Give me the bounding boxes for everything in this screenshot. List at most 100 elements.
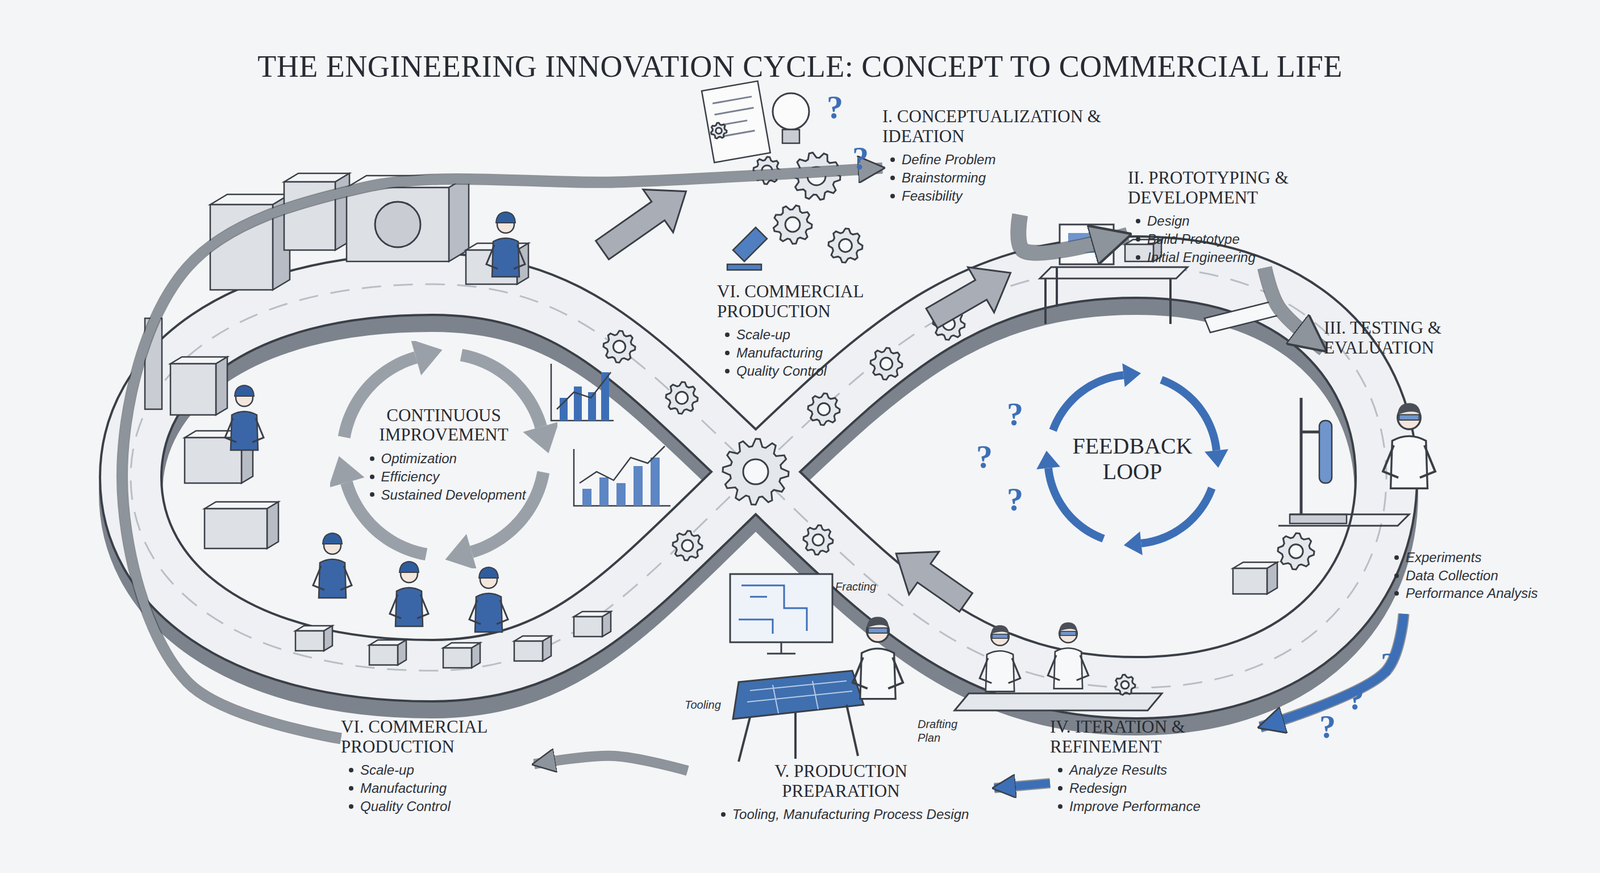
stage-block: III. TESTING & EVALUATIONExperimentsData…	[1323, 318, 1574, 614]
bullet-dot	[369, 474, 375, 479]
board-grid	[747, 680, 853, 714]
stage-block: V. PRODUCTION PREPARATION Tooling, Manufa…	[687, 761, 995, 841]
gear-hub	[812, 534, 824, 546]
bullet-text: Quality Control	[736, 361, 827, 381]
box-front	[443, 647, 472, 668]
person-figure	[225, 385, 264, 450]
bullet-item: Tooling, Manufacturing Process Design	[713, 805, 970, 824]
box-front	[295, 630, 324, 651]
gear-body	[807, 393, 840, 425]
box-side	[397, 639, 407, 665]
connector-line	[534, 755, 688, 771]
box-side	[323, 625, 333, 651]
flow-arrow	[881, 531, 982, 624]
stage-heading: V. PRODUCTION PREPARATION	[750, 761, 932, 801]
bullet-text: Data Collection	[1405, 566, 1499, 585]
product-package	[295, 625, 333, 651]
gear-symbol	[722, 438, 789, 505]
box-front	[369, 644, 398, 665]
ring-arrowhead	[330, 456, 365, 489]
bullet-item: Redesign	[1050, 778, 1261, 798]
bullet-text: Sustained Development	[381, 485, 527, 504]
connector-line	[994, 782, 1050, 789]
lab-stand	[1278, 397, 1410, 526]
bullet-text: Experiments	[1405, 548, 1482, 567]
person-figure	[486, 211, 525, 277]
ring-arrowhead	[1122, 363, 1141, 387]
connector-outline	[994, 782, 1050, 789]
hard-hat	[496, 211, 516, 223]
gear-hub	[715, 127, 723, 135]
screen-plan	[738, 585, 807, 634]
gear-body	[672, 530, 703, 561]
person-arm	[486, 244, 525, 269]
ring-arrowhead	[410, 340, 443, 376]
bullet-item: Quality Control	[340, 797, 535, 816]
bullet-dot	[725, 368, 730, 374]
question-mark: ?	[1380, 647, 1398, 681]
person-hair	[1397, 402, 1422, 415]
gear-body	[773, 205, 812, 244]
box-side	[448, 175, 469, 262]
question-mark: ?	[1006, 397, 1024, 431]
gear-hub	[880, 357, 893, 370]
bullet-text: Improve Performance	[1069, 797, 1201, 816]
bullet-dot	[1057, 767, 1063, 773]
person-arm	[979, 657, 1020, 683]
gear-body	[828, 228, 863, 263]
question-mark: ?	[1006, 482, 1024, 516]
gear-hub	[817, 402, 830, 415]
person-figure	[852, 616, 903, 699]
bullet-dot	[348, 767, 354, 773]
bullet-dot	[1394, 590, 1399, 596]
ring-arrowhead	[445, 533, 478, 569]
person-body	[492, 238, 520, 277]
gear-body	[665, 381, 698, 414]
diagram-title: THE ENGINEERING INNOVATION CYCLE: CONCEP…	[0, 48, 1600, 85]
gear-body	[710, 122, 727, 139]
bullet-item: Experiments	[1386, 548, 1539, 567]
box-front	[514, 640, 543, 661]
bulb-glass	[772, 93, 810, 130]
bullet-dot	[725, 332, 730, 337]
box-front	[170, 363, 216, 415]
gear-body	[722, 438, 789, 505]
person-figure	[469, 567, 508, 632]
sheet-lines	[712, 96, 758, 137]
document-sheet	[701, 81, 771, 163]
flow-connector	[1018, 214, 1128, 253]
product-package	[443, 642, 481, 668]
annotation-label: Drafting Plan	[917, 717, 969, 745]
box-front	[346, 187, 449, 262]
bullet-list: OptimizationEfficiencySustained Developm…	[361, 449, 527, 504]
gear-symbol	[773, 205, 812, 244]
bullet-dot	[369, 492, 375, 497]
person-arm	[1047, 655, 1089, 681]
drafting-board	[732, 670, 864, 719]
person-body	[860, 648, 896, 699]
box-front	[573, 616, 603, 637]
gear-hub	[1121, 680, 1129, 689]
track-lane	[130, 267, 1387, 688]
bullet-list: DesignBuild PrototypeInitial Engineering	[1127, 211, 1367, 266]
chart-bar	[582, 488, 592, 506]
chart-bar	[633, 465, 643, 506]
bullet-item: Scale-up	[340, 760, 535, 779]
connector-line	[1018, 214, 1128, 253]
gear-hub	[613, 340, 625, 353]
stage-block: I. CONCEPTUALIZATION & IDEATIONDefine Pr…	[882, 106, 1150, 215]
bullet-text: Define Problem	[901, 150, 996, 169]
bullet-item: Manufacturing	[717, 343, 911, 362]
gear-body	[870, 347, 903, 380]
gear-symbol	[672, 530, 703, 561]
cycle-circle: CONTINUOUS IMPROVEMENTOptimizationEffici…	[330, 340, 558, 569]
safety-goggles	[992, 634, 1008, 639]
bullet-text: Manufacturing	[736, 343, 823, 362]
track-edge	[130, 267, 1387, 688]
person-hair	[1059, 622, 1078, 632]
bar-chart	[551, 363, 614, 421]
chart-bar	[616, 482, 626, 506]
bullet-dot	[1135, 255, 1141, 260]
bullet-dot	[1135, 218, 1141, 224]
bullet-dot	[890, 157, 895, 162]
